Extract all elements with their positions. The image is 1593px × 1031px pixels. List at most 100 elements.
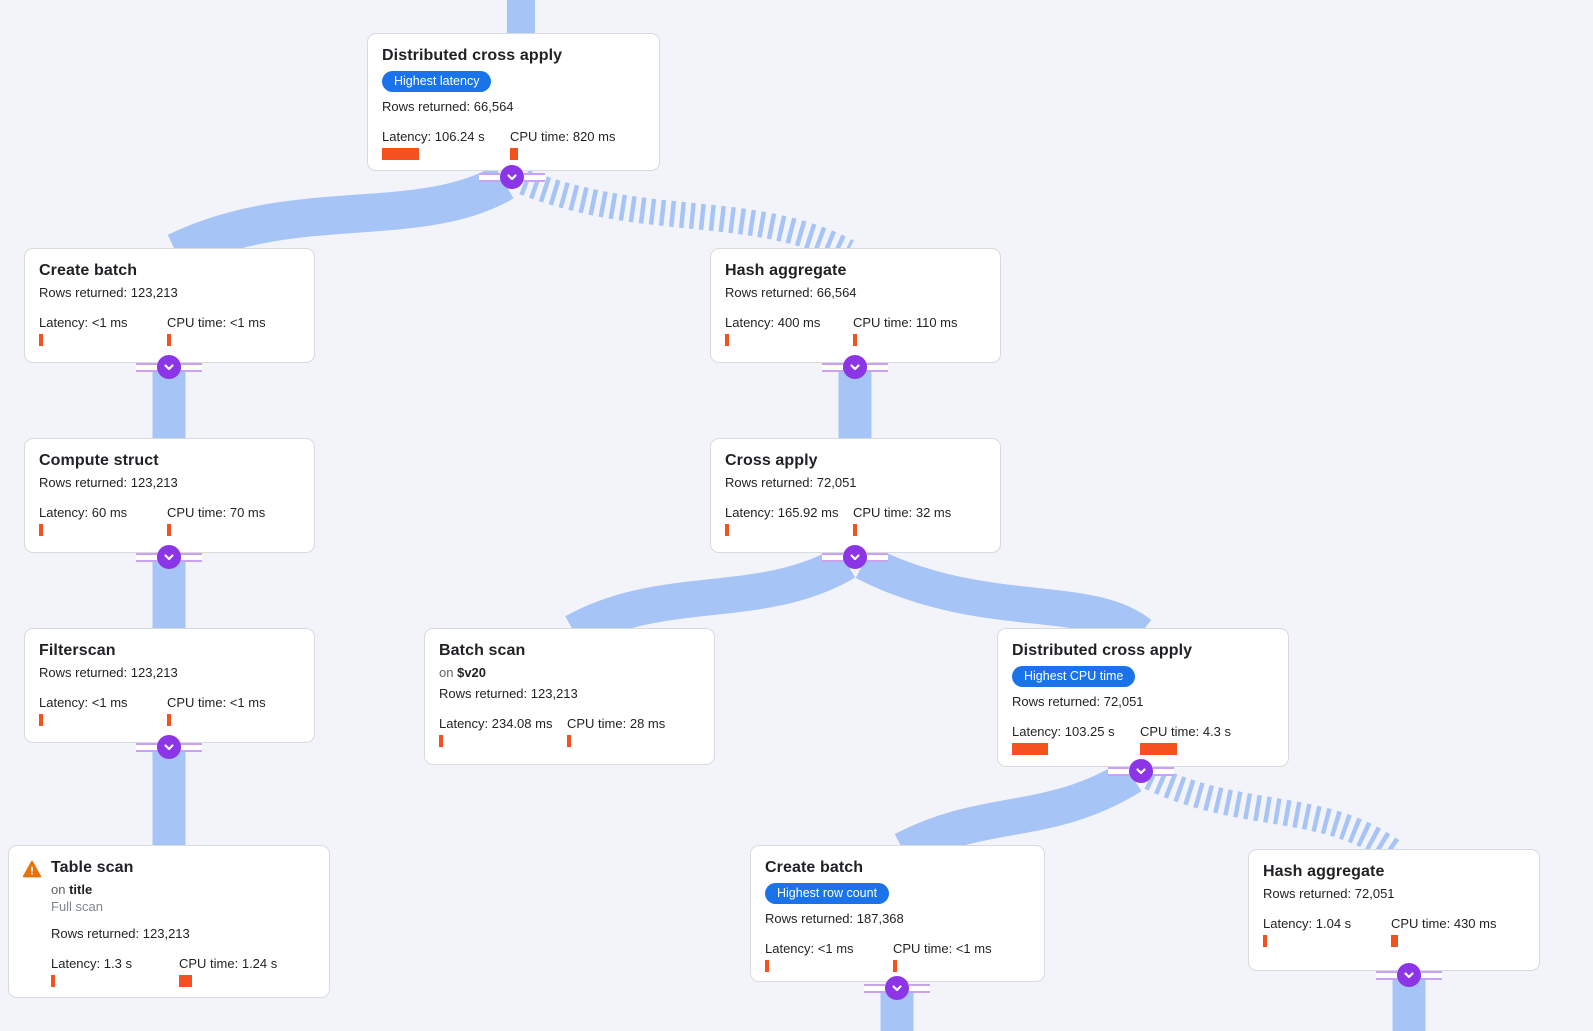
latency-bar: [725, 334, 729, 346]
latency-bar: [439, 735, 443, 747]
rows-returned: Rows returned: 123,213: [439, 686, 578, 701]
scan-target: on title: [51, 882, 93, 897]
collapse-toggle-dca-right[interactable]: [1108, 759, 1174, 783]
connector-stripes: [1376, 970, 1397, 980]
plan-node-hash-aggregate[interactable]: Hash aggregate Rows returned: 66,564 Lat…: [710, 248, 1001, 363]
rows-returned: Rows returned: 123,213: [39, 665, 178, 680]
rows-returned: Rows returned: 123,213: [39, 475, 178, 490]
latency-metric: Latency: 400 ms: [725, 315, 853, 346]
node-title: Create batch: [39, 262, 138, 279]
cpu-metric: CPU time: 32 ms: [853, 505, 951, 536]
latency-metric: Latency: 103.25 s: [1012, 724, 1140, 755]
cpu-metric: CPU time: 28 ms: [567, 716, 665, 747]
collapse-toggle-hash-aggregate[interactable]: [822, 355, 888, 379]
cpu-bar: [167, 524, 171, 536]
edge-crossapply-dca2: [855, 545, 1152, 649]
cpu-bar: [567, 735, 571, 747]
cpu-metric: CPU time: 4.3 s: [1140, 724, 1231, 755]
edge-crossapply-batchscan: [565, 546, 856, 648]
connector-stripes: [136, 552, 157, 562]
cpu-metric: CPU time: 70 ms: [167, 505, 265, 536]
node-title: Table scan: [51, 859, 134, 876]
chevron-down-icon: [843, 355, 867, 379]
warning-triangle-icon: [22, 860, 42, 878]
highest-cpu-time-badge: Highest CPU time: [1012, 666, 1136, 687]
cpu-metric: CPU time: 430 ms: [1391, 916, 1496, 947]
rows-returned: Rows returned: 123,213: [51, 926, 190, 941]
cpu-bar: [893, 960, 897, 972]
plan-node-hash-aggregate-bottom[interactable]: Hash aggregate Rows returned: 72,051 Lat…: [1248, 849, 1540, 971]
plan-node-distributed-cross-apply-top[interactable]: Distributed cross apply Highest latency …: [367, 33, 660, 171]
cpu-bar: [167, 714, 171, 726]
plan-node-filterscan[interactable]: Filterscan Rows returned: 123,213 Latenc…: [24, 628, 315, 743]
latency-metric: Latency: 1.3 s: [51, 956, 179, 987]
highest-row-count-badge: Highest row count: [765, 883, 890, 904]
collapse-toggle-filterscan[interactable]: [136, 735, 202, 759]
chevron-down-icon: [157, 735, 181, 759]
cpu-metric: CPU time: 820 ms: [510, 129, 615, 160]
rows-returned: Rows returned: 66,564: [725, 285, 857, 300]
collapse-toggle-hash-aggregate-bottom[interactable]: [1376, 963, 1442, 987]
plan-node-cross-apply[interactable]: Cross apply Rows returned: 72,051 Latenc…: [710, 438, 1001, 553]
connector-stripes: [136, 362, 157, 372]
latency-bar: [39, 524, 43, 536]
highest-latency-badge: Highest latency: [382, 71, 492, 92]
node-title: Cross apply: [725, 452, 818, 469]
edge-dca-createbatch: [167, 165, 514, 270]
chevron-down-icon: [1397, 963, 1421, 987]
connector-stripes: [867, 362, 888, 372]
latency-bar: [765, 960, 769, 972]
collapse-toggle-dca-top[interactable]: [479, 165, 545, 189]
latency-metric: Latency: 165.92 ms: [725, 505, 853, 536]
connector-stripes: [181, 742, 202, 752]
plan-node-create-batch-bottom[interactable]: Create batch Highest row count Rows retu…: [750, 845, 1045, 982]
cpu-metric: CPU time: <1 ms: [167, 695, 266, 726]
rows-returned: Rows returned: 187,368: [765, 911, 904, 926]
latency-bar: [1012, 743, 1048, 755]
edge-dca2-createbatch2: [894, 760, 1142, 867]
connector-stripes: [524, 172, 545, 182]
scan-target: on $v20: [439, 665, 487, 680]
chevron-down-icon: [157, 545, 181, 569]
chevron-down-icon: [1129, 759, 1153, 783]
rows-returned: Rows returned: 72,051: [725, 475, 857, 490]
latency-bar: [1263, 935, 1267, 947]
rows-returned: Rows returned: 66,564: [382, 99, 514, 114]
cpu-bar: [167, 334, 171, 346]
cpu-metric: CPU time: <1 ms: [893, 941, 992, 972]
chevron-down-icon: [500, 165, 524, 189]
connector-stripes: [909, 983, 930, 993]
plan-node-distributed-cross-apply-right[interactable]: Distributed cross apply Highest CPU time…: [997, 628, 1289, 767]
node-title: Filterscan: [39, 642, 116, 659]
rows-returned: Rows returned: 72,051: [1263, 886, 1395, 901]
plan-node-compute-struct[interactable]: Compute struct Rows returned: 123,213 La…: [24, 438, 315, 553]
rows-returned: Rows returned: 123,213: [39, 285, 178, 300]
node-title: Hash aggregate: [725, 262, 847, 279]
collapse-toggle-create-batch[interactable]: [136, 355, 202, 379]
cpu-metric: CPU time: 1.24 s: [179, 956, 277, 987]
plan-node-create-batch[interactable]: Create batch Rows returned: 123,213 Late…: [24, 248, 315, 363]
cpu-bar: [1140, 743, 1177, 755]
chevron-down-icon: [885, 976, 909, 1000]
latency-bar: [382, 148, 419, 160]
cpu-metric: CPU time: <1 ms: [167, 315, 266, 346]
collapse-toggle-cross-apply[interactable]: [822, 545, 888, 569]
connector-stripes: [1153, 766, 1174, 776]
plan-node-table-scan[interactable]: Table scan on title Full scan Rows retur…: [8, 845, 330, 998]
connector-stripes: [136, 742, 157, 752]
edge-dca-hashaggregate: [519, 169, 854, 264]
collapse-toggle-create-batch-bottom[interactable]: [864, 976, 930, 1000]
connector-stripes: [867, 552, 888, 562]
collapse-toggle-compute-struct[interactable]: [136, 545, 202, 569]
connector-stripes: [822, 552, 843, 562]
node-title: Hash aggregate: [1263, 863, 1385, 880]
connector-stripes: [1108, 766, 1129, 776]
latency-bar: [39, 714, 43, 726]
plan-node-batch-scan[interactable]: Batch scan on $v20 Rows returned: 123,21…: [424, 628, 715, 765]
latency-bar: [39, 334, 43, 346]
node-title: Create batch: [765, 859, 864, 876]
connector-stripes: [181, 362, 202, 372]
connector-stripes: [1421, 970, 1442, 980]
